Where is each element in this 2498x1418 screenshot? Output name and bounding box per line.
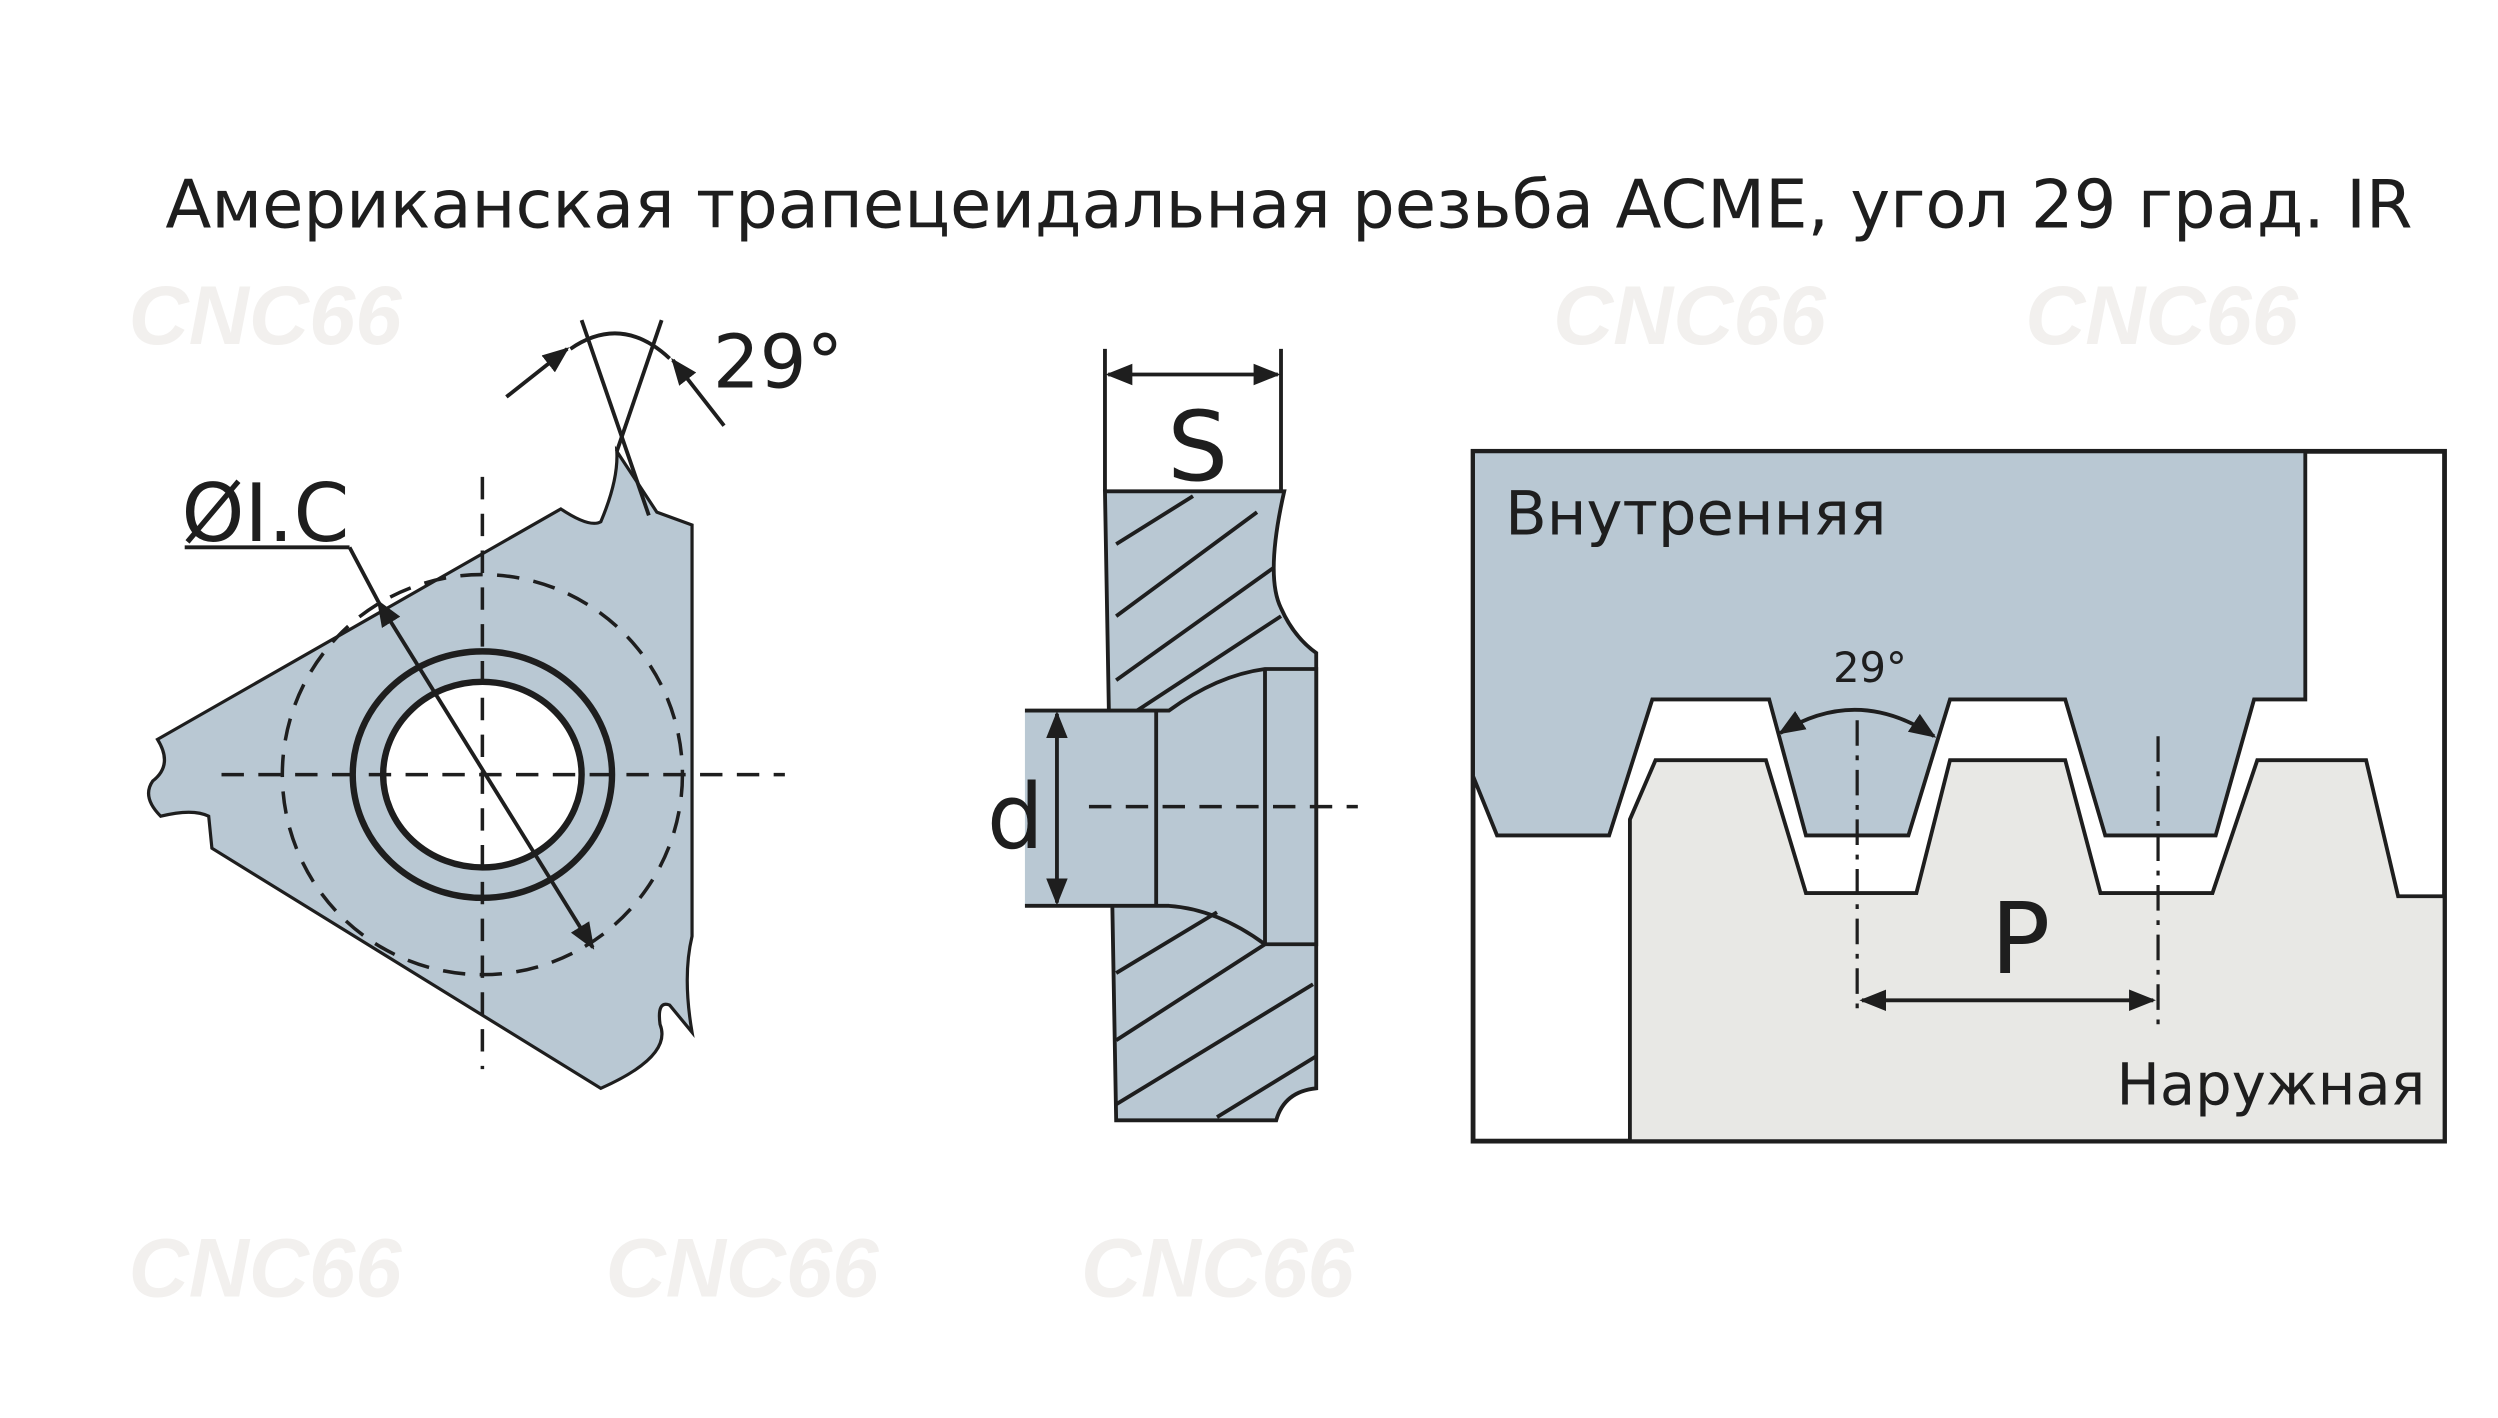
diagram-title: Американская трапецеидальная резьба ACME… bbox=[165, 165, 2412, 243]
external-label: Наружная bbox=[2117, 1051, 2426, 1118]
ic-label: ØI.C bbox=[181, 467, 349, 560]
watermark: CNC66 bbox=[2025, 269, 2299, 362]
ic-dimension bbox=[376, 599, 595, 950]
watermarks: CNC66 CNC66 CNC66 CNC66 CNC66 CNC66 bbox=[129, 269, 2299, 1314]
watermark: CNC66 bbox=[129, 269, 403, 362]
thread-profile-view: 29° P Внутренняя Наружная bbox=[1470, 448, 2447, 1144]
watermark: CNC66 bbox=[1081, 1221, 1355, 1314]
hatch-lines bbox=[1115, 494, 1318, 1119]
insert-angle-label: 29° bbox=[713, 320, 843, 405]
external-thread bbox=[1627, 758, 2447, 1144]
internal-label: Внутренняя bbox=[1505, 480, 1887, 550]
watermark: CNC66 bbox=[129, 1221, 403, 1314]
watermark: CNC66 bbox=[606, 1221, 880, 1314]
watermark: CNC66 bbox=[1553, 269, 1827, 362]
insert-side-view: S d bbox=[987, 348, 1358, 1123]
hole-label: d bbox=[987, 766, 1044, 870]
internal-thread bbox=[1471, 449, 2308, 838]
thickness-label: S bbox=[1167, 391, 1228, 503]
pitch-label: P bbox=[1990, 882, 2050, 997]
insert-top-view: ØI.C 29° bbox=[146, 319, 843, 1091]
thread-angle-arc bbox=[1778, 707, 1937, 738]
thread-angle-label: 29° bbox=[1833, 643, 1907, 692]
